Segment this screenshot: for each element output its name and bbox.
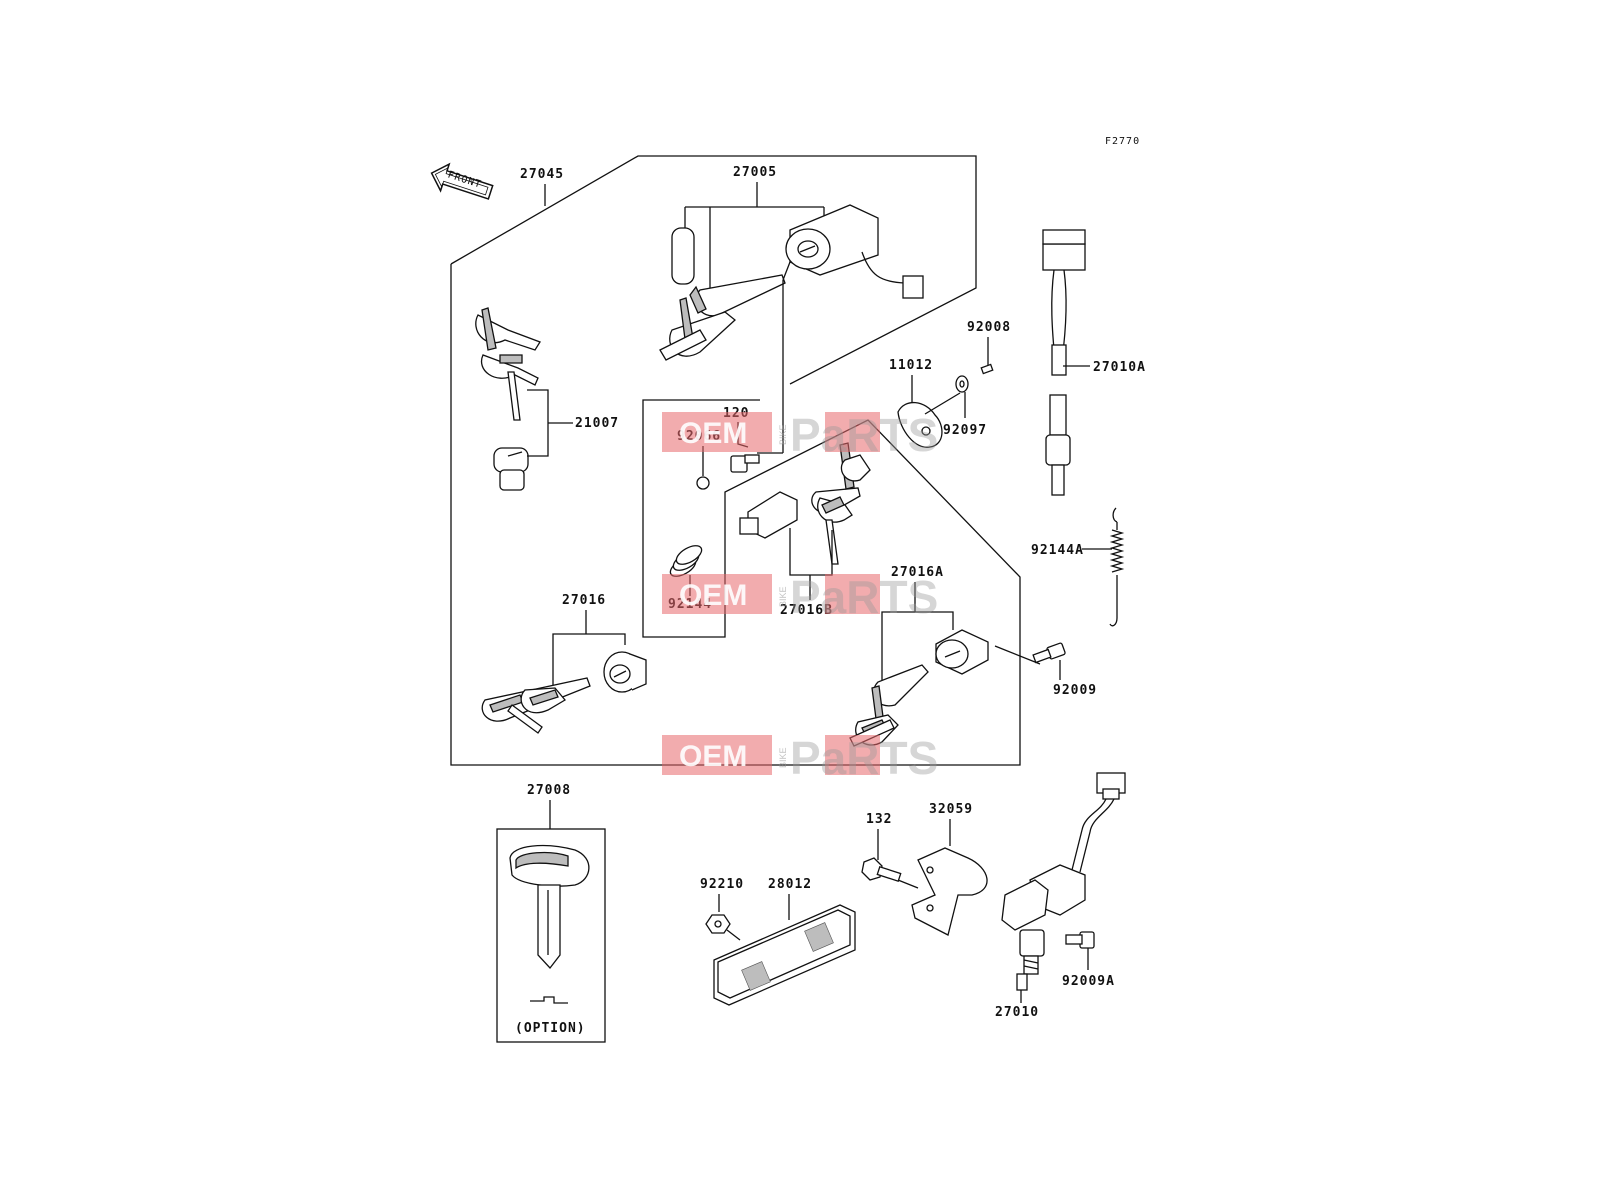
spring-92144-icon (669, 545, 703, 577)
part-label-11012: 11012 (889, 358, 933, 373)
svg-text:OEM: OEM (679, 740, 747, 773)
watermark-2: OEM BIKE PaRTS (662, 571, 938, 623)
svg-text:PaRTS: PaRTS (790, 732, 938, 784)
part-label-27016A: 27016A (891, 565, 944, 580)
leader-27016a (881, 611, 954, 684)
screw-92009a-icon (1065, 931, 1095, 949)
blank-key-27008-icon (509, 844, 590, 1004)
part-label-27008: 27008 (527, 783, 571, 798)
key-pair-27016-icon (481, 677, 591, 734)
part-label-32059: 32059 (929, 802, 973, 817)
bolt-132-icon (861, 857, 902, 883)
part-label-28012: 28012 (768, 877, 812, 892)
part-label-92210: 92210 (700, 877, 744, 892)
svg-text:BIKE: BIKE (778, 586, 788, 607)
lock-27016-icon (603, 651, 647, 693)
part-label-92009: 92009 (1053, 683, 1097, 698)
key-pair-27016b-icon (811, 442, 871, 565)
ignition-switch-icon (671, 204, 924, 299)
bracket-32059-icon (911, 847, 988, 936)
part-label-92008: 92008 (967, 320, 1011, 335)
part-label-92009A: 92009A (1062, 974, 1115, 989)
nut-92210-icon (705, 914, 731, 934)
key-pair-27005-icon (659, 274, 786, 361)
svg-text:OEM: OEM (679, 579, 747, 612)
ball-92066-icon (696, 476, 710, 490)
part-label-27016B: 27016B (780, 603, 833, 618)
lock-cylinder-27016b-icon (739, 491, 798, 539)
key-set-21007-icon (475, 307, 541, 491)
part-label-92097: 92097 (943, 423, 987, 438)
part-label-27005: 27005 (733, 165, 777, 180)
svg-text:BIKE: BIKE (778, 424, 788, 445)
front-arrow-icon (430, 162, 494, 200)
bolt-120-icon (730, 454, 760, 473)
svg-text:OEM: OEM (679, 417, 747, 450)
svg-text:BIKE: BIKE (778, 747, 788, 768)
spring-92144a-icon (1109, 507, 1125, 627)
leader-27016b (789, 528, 833, 576)
figure-code: F2770 (1105, 136, 1140, 147)
plate-11012-icon (897, 392, 961, 448)
option-box (496, 828, 606, 1043)
part-label-21007: 21007 (575, 416, 619, 431)
part-label-27010: 27010 (995, 1005, 1039, 1020)
watermark-1: OEM BIKE PaRTS (662, 409, 938, 461)
part-label-132: 132 (866, 812, 892, 827)
part-label-27010A: 27010A (1093, 360, 1146, 375)
lock-27016a-icon (935, 629, 989, 675)
screw-92009-icon (1032, 642, 1066, 664)
svg-text:PaRTS: PaRTS (790, 571, 938, 623)
leader-21007 (527, 389, 549, 457)
option-label: (OPTION) (515, 1021, 586, 1036)
screw-92008-icon (980, 363, 994, 375)
part-label-27045: 27045 (520, 167, 564, 182)
kit-outline-top (450, 155, 977, 385)
part-label-27016: 27016 (562, 593, 606, 608)
part-label-92144A: 92144A (1031, 543, 1084, 558)
svg-text:PaRTS: PaRTS (790, 409, 938, 461)
switch-27010-icon (1001, 772, 1126, 991)
wired-switch-27010a-icon (1042, 229, 1086, 496)
reflector-28012-icon (713, 904, 856, 1006)
washer-92097-icon (955, 375, 969, 393)
watermark-3: OEM BIKE PaRTS (662, 732, 938, 784)
